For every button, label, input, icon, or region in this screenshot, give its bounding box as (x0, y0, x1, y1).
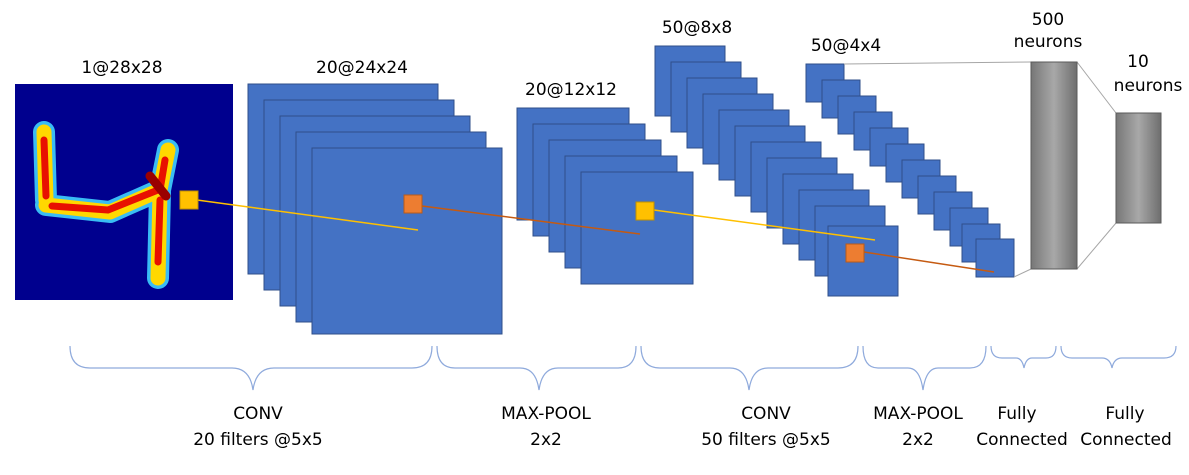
stage-conv2-title: CONV (741, 404, 791, 424)
layer-label-fc2-count: 10 (1127, 52, 1149, 72)
fc1-neurons-bar (1030, 61, 1078, 270)
pool1-feature-maps (516, 107, 694, 285)
conv2-kernel-square (845, 243, 865, 263)
stage-fc1-title: Fully (997, 404, 1036, 424)
brace-pool1 (436, 345, 637, 391)
layer-label-fc1-unit: neurons (1014, 32, 1083, 52)
stage-fc2-detail: Connected (1080, 430, 1172, 450)
stage-fc1-detail: Connected (976, 430, 1068, 450)
pool2-feature-maps (805, 63, 1015, 278)
stage-pool2-title: MAX-POOL (873, 404, 963, 424)
pool2-map (975, 238, 1015, 278)
brace-fc1 (990, 345, 1057, 369)
stage-braces (69, 345, 1177, 391)
layer-label-conv1: 20@24x24 (316, 58, 408, 78)
brace-conv2 (640, 345, 859, 391)
brace-pool2 (862, 345, 987, 391)
layer-label-pool2: 50@4x4 (811, 36, 881, 56)
receptive-field-lines (196, 199, 995, 273)
stage-pool1-detail: 2x2 (530, 430, 562, 450)
stage-conv1-detail: 20 filters @5x5 (193, 430, 323, 450)
stage-pool2-detail: 2x2 (902, 430, 934, 450)
layer-label-fc1-count: 500 (1032, 10, 1064, 30)
stage-conv1-title: CONV (233, 404, 283, 424)
layer-label-fc2-unit: neurons (1114, 76, 1183, 96)
input-kernel-square (179, 190, 199, 210)
layer-label-conv2: 50@8x8 (662, 18, 732, 38)
pool1-kernel-square (635, 201, 655, 221)
layer-label-pool1: 20@12x12 (525, 80, 617, 100)
conv1-kernel-square (403, 194, 423, 214)
pool1-map (580, 171, 694, 285)
layer-label-input: 1@28x28 (81, 58, 162, 78)
conv1-map (311, 147, 503, 335)
brace-fc2 (1060, 345, 1177, 369)
brace-conv1 (69, 345, 433, 391)
digit-four-glyph (33, 121, 179, 289)
stage-fc2-title: Fully (1105, 404, 1144, 424)
conv1-feature-maps (247, 83, 503, 335)
stage-conv2-detail: 50 filters @5x5 (701, 430, 831, 450)
stage-pool1-title: MAX-POOL (501, 404, 591, 424)
fc2-neurons-bar (1115, 112, 1162, 224)
input-image (15, 84, 233, 300)
fc-projection-lines (843, 61, 1117, 278)
